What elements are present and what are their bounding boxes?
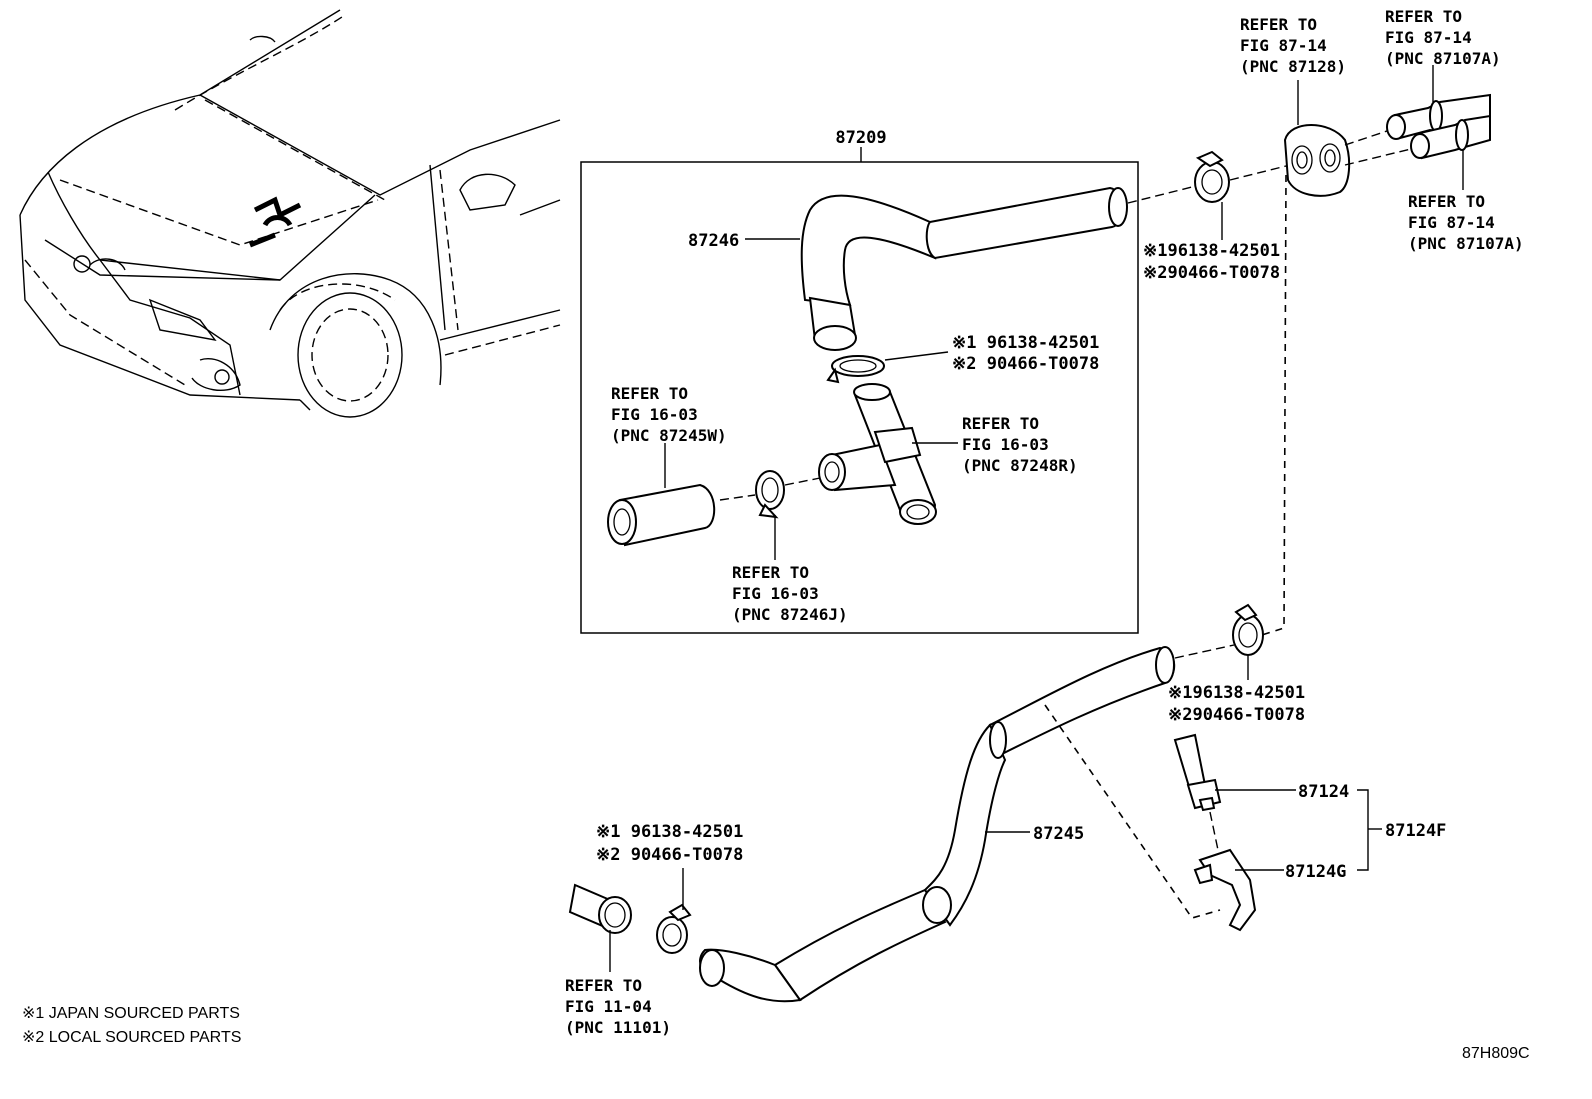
clamp-small-left: [755, 470, 785, 519]
ref-87-14-a-2: FIG 87-14: [1240, 36, 1327, 55]
legend-japan: ※1 JAPAN SOURCED PARTS: [22, 1005, 240, 1022]
ref-87-14-a-3: (PNC 87128): [1240, 57, 1346, 76]
clamp-top-right-2: ※290466-T0078: [1143, 263, 1280, 283]
assembly-frame: [580, 161, 1139, 634]
ref-87-14-b-1: REFER TO: [1385, 7, 1462, 26]
ref-87-14-a-1: REFER TO: [1240, 15, 1317, 34]
label-87245: 87245: [1033, 824, 1084, 844]
clamp-mid-right: [1232, 603, 1264, 656]
figure-id: 87H809C: [1462, 1045, 1530, 1062]
ref-16-03-c-2: FIG 16-03: [732, 584, 819, 603]
label-87246: 87246: [688, 231, 739, 251]
ref-87-14-c-3: (PNC 87107A): [1408, 234, 1524, 253]
clamp-mid-right-2: ※290466-T0078: [1168, 705, 1305, 725]
ref-16-03-b-3: (PNC 87248R): [962, 456, 1078, 475]
grommet: [1283, 124, 1351, 197]
ref-87-14-b-3: (PNC 87107A): [1385, 49, 1501, 68]
clamp-bottom-left-1: ※1 96138-42501: [596, 822, 743, 842]
hose-location-mark: [249, 196, 302, 248]
hose-87246: [800, 186, 1128, 351]
clamp-bottom-left: [656, 903, 692, 954]
ref-16-03-b-2: FIG 16-03: [962, 435, 1049, 454]
clamp-center-1: ※1 96138-42501: [952, 333, 1099, 353]
clamp-bottom-left-2: ※2 90466-T0078: [596, 845, 743, 865]
ref-11-04-1: REFER TO: [565, 976, 642, 995]
pipe-lower: [1410, 114, 1491, 160]
ref-16-03-a-1: REFER TO: [611, 384, 688, 403]
clamp-top-right-1: ※196138-42501: [1143, 241, 1280, 261]
car-illustration: [19, 9, 561, 418]
ref-16-03-c-1: REFER TO: [732, 563, 809, 582]
label-87124g: 87124G: [1285, 862, 1346, 882]
clip-87124g: [1193, 848, 1257, 932]
clamp-top-right: [1194, 150, 1230, 203]
tee-joint: [818, 383, 937, 525]
hose-piece-87245w: [607, 483, 716, 547]
valve-87124: [1173, 733, 1222, 812]
clamp-mid-right-1: ※196138-42501: [1168, 683, 1305, 703]
hose-87245: [699, 646, 1176, 1003]
ref-87-14-c-2: FIG 87-14: [1408, 213, 1495, 232]
ref-11-04-3: (PNC 11101): [565, 1018, 671, 1037]
label-87124: 87124: [1298, 782, 1349, 802]
ref-87-14-c-1: REFER TO: [1408, 192, 1485, 211]
ref-16-03-a-3: (PNC 87245W): [611, 426, 727, 445]
ref-87-14-b-2: FIG 87-14: [1385, 28, 1472, 47]
ref-16-03-c-3: (PNC 87246J): [732, 605, 848, 624]
label-87124f: 87124F: [1385, 821, 1446, 841]
frame-label: 87209: [835, 128, 886, 148]
ref-16-03-b-1: REFER TO: [962, 414, 1039, 433]
clamp-center-2: ※2 90466-T0078: [952, 354, 1099, 374]
ref-11-04-2: FIG 11-04: [565, 997, 652, 1016]
pipe-11101: [568, 883, 632, 934]
clamp-center: [826, 355, 885, 384]
legend-local: ※2 LOCAL SOURCED PARTS: [22, 1029, 241, 1046]
ref-16-03-a-2: FIG 16-03: [611, 405, 698, 424]
